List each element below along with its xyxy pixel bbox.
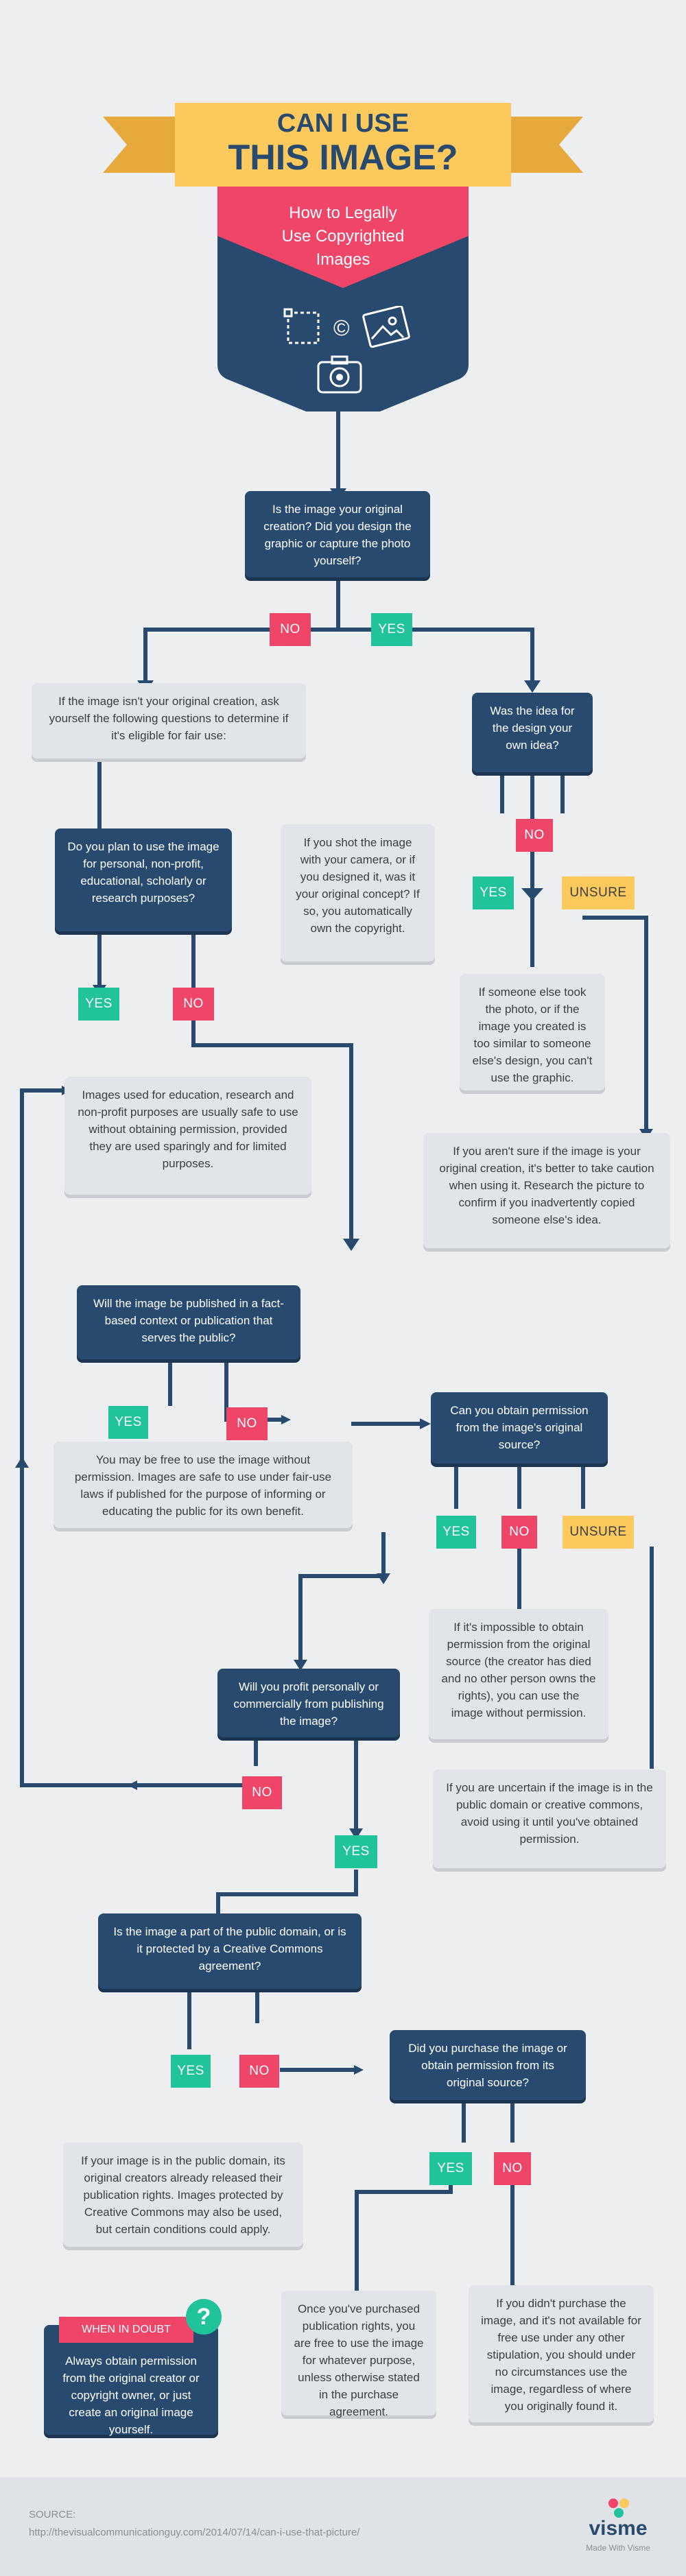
crop-icon: [283, 308, 320, 344]
unsure-tag: UNSURE: [562, 876, 635, 909]
uncertain-public-domain-note: If you are uncertain if the image is in …: [433, 1769, 666, 1868]
when-in-doubt-title: WHEN IN DOUBT: [59, 2317, 193, 2343]
copyright-icon: ©: [333, 315, 350, 340]
yes-tag: YES: [429, 2152, 472, 2185]
no-tag: NO: [270, 613, 311, 646]
image-icon: [362, 306, 410, 348]
header-shield: [103, 103, 583, 412]
no-tag: NO: [501, 1516, 537, 1549]
fair-use-intro: If the image isn't your original creatio…: [32, 683, 306, 759]
header: CAN I USE THIS IMAGE? How to Legally Use…: [0, 0, 686, 412]
subtitle: How to Legally Use Copyrighted Images: [281, 204, 405, 269]
yes-tag: YES: [473, 876, 514, 909]
question-public-domain: Is the image a part of the public domain…: [98, 1913, 362, 1989]
unsure-tag: UNSURE: [563, 1516, 634, 1549]
camera-icon: [317, 355, 362, 394]
question-fact-based: Will the image be published in a fact-ba…: [77, 1285, 300, 1359]
question-idea: Was the idea for the design your own ide…: [472, 693, 593, 772]
not-sure-original-note: If you aren't sure if the image is your …: [423, 1133, 670, 1248]
brand-tagline: Made With Visme: [586, 2543, 650, 2553]
no-tag: NO: [239, 2055, 279, 2088]
yes-tag: YES: [371, 613, 412, 646]
when-in-doubt-card: Always obtain permission from the origin…: [44, 2325, 218, 2436]
source-url[interactable]: http://thevisualcommunicationguy.com/201…: [29, 2527, 360, 2538]
no-tag: NO: [516, 819, 553, 852]
title-line-2: THIS IMAGE?: [228, 138, 458, 178]
visme-logo-icon: [608, 2499, 629, 2518]
not-purchased-note: If you didn't purchase the image, and it…: [469, 2285, 654, 2422]
purchased-rights-note: Once you've purchased publication rights…: [281, 2291, 436, 2418]
question-original-creation: Is the image your original creation? Did…: [245, 491, 430, 577]
footer: SOURCE: http://thevisualcommunicationguy…: [0, 2477, 686, 2576]
title-line-1: CAN I USE: [276, 109, 410, 138]
no-tag: NO: [494, 2152, 531, 2185]
yes-tag: YES: [108, 1406, 148, 1439]
yes-tag: YES: [171, 2055, 211, 2088]
no-tag: NO: [242, 1776, 282, 1809]
yes-tag: YES: [78, 988, 119, 1021]
shot-yourself-note: If you shot the image with your camera, …: [281, 824, 435, 962]
question-purchase: Did you purchase the image or obtain per…: [390, 2030, 586, 2100]
question-profit: Will you profit personally or commercial…: [217, 1669, 400, 1737]
no-tag: NO: [173, 988, 214, 1021]
source-label: SOURCE:: [29, 2509, 76, 2520]
yes-tag: YES: [436, 1516, 476, 1549]
no-tag: NO: [226, 1407, 268, 1440]
question-personal-use: Do you plan to use the image for persona…: [55, 828, 232, 931]
public-domain-info-note: If your image is in the public domain, i…: [63, 2143, 303, 2247]
education-safe-note: Images used for education, research and …: [64, 1077, 311, 1195]
yes-tag: YES: [335, 1835, 377, 1868]
when-in-doubt-text: Always obtain permission from the origin…: [62, 2354, 200, 2436]
someone-else-note: If someone else took the photo, or if th…: [460, 974, 605, 1090]
question-mark-icon: ?: [186, 2299, 222, 2335]
impossible-permission-note: If it's impossible to obtain permission …: [429, 1609, 608, 1739]
brand-name: visme: [589, 2517, 648, 2540]
question-obtain-permission: Can you obtain permission from the image…: [431, 1392, 608, 1464]
may-be-free-note: You may be free to use the image without…: [54, 1442, 353, 1528]
